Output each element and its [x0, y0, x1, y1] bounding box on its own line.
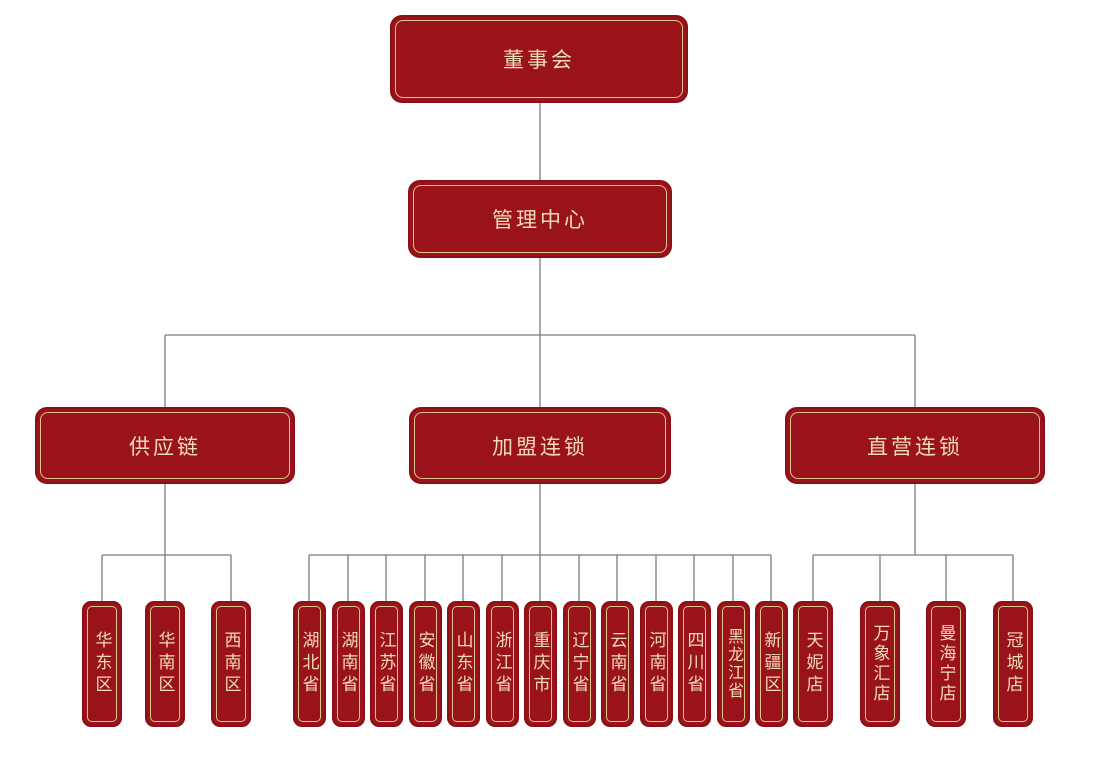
- org-leaf-node: 云南省: [600, 601, 634, 727]
- org-leaf-node: 辽宁省: [562, 601, 596, 727]
- org-leaf-node: 天妮店: [793, 601, 833, 727]
- edge-supply-children: [101, 484, 232, 601]
- org-leaf-label: 湖南省: [338, 631, 358, 697]
- org-leaf-label: 重庆市: [530, 631, 550, 697]
- org-node-label: 加盟连锁: [492, 435, 588, 459]
- org-leaf-label: 河南省: [646, 631, 666, 697]
- org-leaf-label: 西南区: [221, 631, 241, 697]
- org-leaf-node: 万象汇店: [860, 601, 900, 727]
- org-node-label: 管理中心: [492, 209, 588, 232]
- org-leaf-label: 华东区: [92, 631, 112, 697]
- org-leaf-node: 河南省: [639, 601, 673, 727]
- org-leaf-node: 华南区: [145, 601, 185, 727]
- org-leaf-label: 冠城店: [1003, 631, 1023, 697]
- org-node-label: 供应链: [129, 435, 201, 459]
- org-node-label: 董事会: [503, 49, 575, 72]
- org-leaf-node: 西南区: [211, 601, 251, 727]
- org-leaf-node: 新疆区: [754, 601, 788, 727]
- org-node-board: 董事会: [390, 15, 688, 103]
- org-leaf-node: 江苏省: [369, 601, 403, 727]
- org-node-label: 直营连锁: [867, 435, 963, 459]
- edge-direct-children: [812, 484, 1014, 601]
- org-leaf-label: 曼海宁店: [936, 624, 956, 704]
- org-leaf-label: 华南区: [155, 631, 175, 697]
- org-leaf-node: 浙江省: [485, 601, 519, 727]
- org-leaf-node: 冠城店: [993, 601, 1033, 727]
- org-node-franchise-chain: 加盟连锁: [409, 407, 671, 484]
- org-leaf-label: 黑龙江省: [725, 628, 742, 700]
- org-node-supply-chain: 供应链: [35, 407, 295, 484]
- org-leaf-label: 万象汇店: [870, 624, 890, 704]
- org-leaf-node: 安徽省: [408, 601, 442, 727]
- org-leaf-node: 山东省: [446, 601, 480, 727]
- org-node-management-center: 管理中心: [408, 180, 672, 258]
- org-leaf-label: 云南省: [607, 631, 627, 697]
- org-leaf-label: 江苏省: [376, 631, 396, 697]
- org-leaf-label: 天妮店: [803, 631, 823, 697]
- org-leaf-label: 山东省: [453, 631, 473, 697]
- org-leaf-node: 四川省: [677, 601, 711, 727]
- org-leaf-node: 曼海宁店: [926, 601, 966, 727]
- org-leaf-node: 华东区: [82, 601, 122, 727]
- org-leaf-label: 辽宁省: [569, 631, 589, 697]
- org-leaf-node: 重庆市: [523, 601, 557, 727]
- org-leaf-label: 湖北省: [299, 631, 319, 697]
- org-leaf-label: 四川省: [684, 631, 704, 697]
- edge-management-branches: [164, 258, 916, 407]
- org-leaf-label: 安徽省: [415, 631, 435, 697]
- org-leaf-node: 湖北省: [292, 601, 326, 727]
- org-leaf-label: 浙江省: [492, 631, 512, 697]
- org-leaf-node: 黑龙江省: [716, 601, 750, 727]
- org-node-direct-chain: 直营连锁: [785, 407, 1045, 484]
- edge-franchise-children: [308, 484, 772, 601]
- org-leaf-label: 新疆区: [761, 631, 781, 697]
- org-leaf-node: 湖南省: [331, 601, 365, 727]
